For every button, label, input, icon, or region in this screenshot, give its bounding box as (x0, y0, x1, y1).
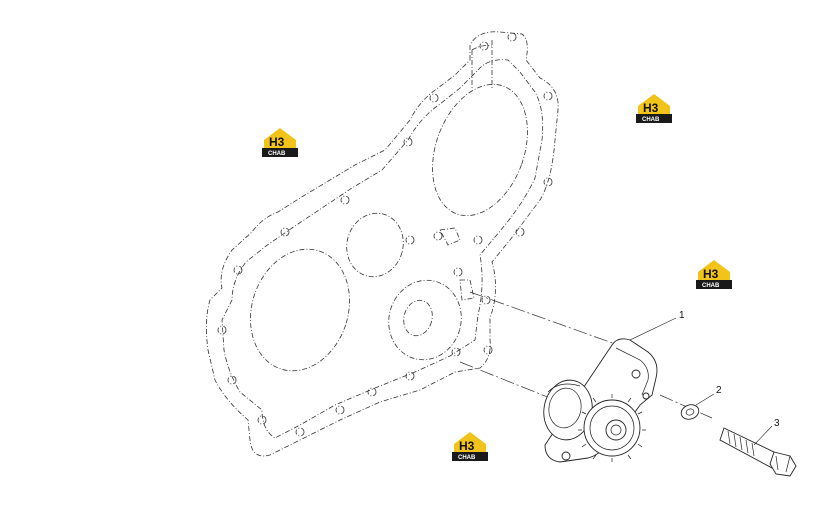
oil-pump-assembly (543, 338, 658, 463)
watermark-logo: H3 CHAB (262, 128, 298, 157)
hex-bolt (719, 427, 797, 477)
callout-label-1: 1 (679, 310, 685, 321)
svg-text:H3: H3 (643, 101, 659, 115)
svg-text:H3: H3 (703, 267, 719, 281)
svg-text:H3: H3 (269, 135, 285, 149)
callout-leaders (629, 317, 773, 446)
svg-text:CHAB: CHAB (642, 117, 660, 123)
watermark-logo: H3 CHAB (452, 432, 488, 461)
watermark-logo: H3 CHAB (636, 94, 672, 123)
drive-gear (578, 394, 646, 462)
timing-cover-phantom (206, 31, 559, 457)
washer (680, 404, 700, 420)
callout-label-2: 2 (716, 385, 722, 396)
svg-text:H3: H3 (459, 439, 475, 453)
svg-text:CHAB: CHAB (702, 283, 720, 289)
svg-text:CHAB: CHAB (268, 151, 286, 157)
watermark-logo: H3 CHAB (696, 260, 732, 289)
callout-label-3: 3 (774, 418, 780, 429)
svg-text:CHAB: CHAB (458, 455, 476, 461)
